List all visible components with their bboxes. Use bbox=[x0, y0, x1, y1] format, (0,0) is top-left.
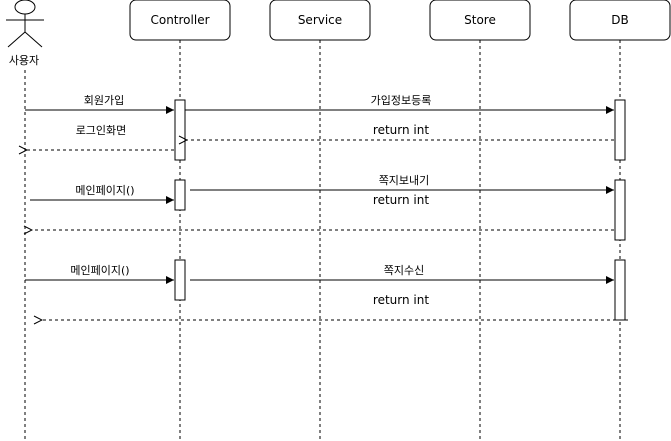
actor-stick-figure-icon bbox=[6, 0, 44, 48]
message-label: return int bbox=[373, 193, 429, 207]
activation-controller-2 bbox=[174, 179, 186, 211]
message-login-screen: 로그인화면 bbox=[27, 124, 174, 150]
message-label: 메인페이지() bbox=[70, 264, 129, 277]
message-label: 쪽지수신 bbox=[384, 264, 424, 277]
message-return-1: return int bbox=[187, 123, 614, 140]
message-label: 로그인화면 bbox=[76, 124, 127, 137]
message-send-note: 쪽지보내기 bbox=[190, 174, 614, 194]
participant-service: Service bbox=[269, 0, 371, 41]
message-label: 쪽지보내기 bbox=[379, 174, 430, 187]
message-label: 가입정보등록 bbox=[371, 94, 432, 107]
message-register-info: 가입정보등록 bbox=[185, 94, 614, 114]
message-return-3: return int bbox=[42, 293, 628, 320]
activation-controller-3 bbox=[174, 259, 186, 301]
activation-db-1 bbox=[614, 99, 626, 161]
message-label: return int bbox=[373, 293, 429, 307]
participant-db: DB bbox=[569, 0, 671, 41]
message-return-2: return int bbox=[32, 193, 614, 230]
activations bbox=[174, 99, 626, 321]
participant-label: Controller bbox=[150, 13, 209, 27]
message-receive-note: 쪽지수신 bbox=[190, 264, 614, 284]
participant-label: Service bbox=[298, 13, 342, 27]
message-label: 회원가입 bbox=[84, 94, 124, 107]
actor-user: 사용자 bbox=[6, 0, 44, 67]
activation-db-3 bbox=[614, 259, 626, 321]
activation-controller-1 bbox=[174, 99, 186, 161]
message-main-page-2: 메인페이지() bbox=[25, 264, 174, 284]
participant-controller: Controller bbox=[129, 0, 231, 41]
participant-label: DB bbox=[611, 13, 628, 27]
activation-db-2 bbox=[614, 179, 626, 241]
message-label: 메인페이지() bbox=[75, 184, 134, 197]
message-label: return int bbox=[373, 123, 429, 137]
actor-label: 사용자 bbox=[9, 54, 39, 67]
message-signup: 회원가입 bbox=[25, 94, 174, 114]
participant-label: Store bbox=[464, 13, 496, 27]
participant-store: Store bbox=[429, 0, 531, 41]
message-main-page-1: 메인페이지() bbox=[30, 184, 174, 204]
